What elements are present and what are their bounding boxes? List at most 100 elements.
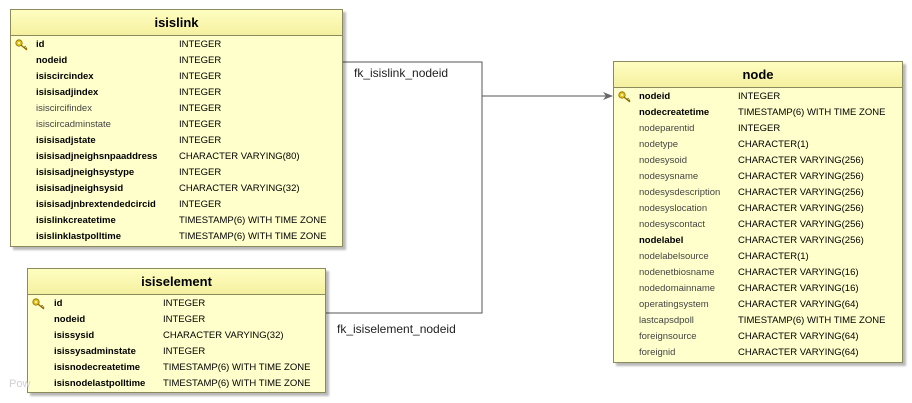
column-type: CHARACTER VARYING(16) [738, 283, 859, 294]
column-name: isiscircadminstate [36, 119, 111, 130]
column-name: isisnodecreatetime [54, 362, 141, 373]
column-name: isislinkcreatetime [36, 215, 116, 226]
column-type: CHARACTER VARYING(64) [738, 331, 859, 342]
column-type: CHARACTER VARYING(256) [738, 219, 864, 230]
column-type: CHARACTER VARYING(16) [738, 267, 859, 278]
column-name: nodesyslocation [639, 203, 708, 214]
column-name: isisisadjneighsnpaaddress [36, 151, 158, 162]
column-type: CHARACTER VARYING(256) [738, 235, 864, 246]
column-row[interactable]: nodesysname CHARACTER VARYING(256) [614, 169, 902, 185]
column-name: isiscircifindex [36, 103, 92, 114]
relationship-label-isiselement: fk_isiselement_nodeid [337, 322, 456, 336]
column-name: operatingsystem [639, 299, 709, 310]
column-row[interactable]: nodesyscontact CHARACTER VARYING(256) [614, 217, 902, 233]
relationship-label-isislink: fk_isislink_nodeid [354, 66, 449, 80]
column-name: nodetype [639, 139, 679, 150]
column-type: INTEGER [179, 199, 222, 210]
column-type: CHARACTER VARYING(256) [738, 171, 864, 182]
column-name: nodeid [36, 55, 68, 66]
key-icon [618, 91, 632, 103]
column-row[interactable]: operatingsystem CHARACTER VARYING(64) [614, 297, 902, 313]
column-type: INTEGER [179, 167, 222, 178]
fk-isislink-nodeid-line [343, 61, 613, 100]
column-type: INTEGER [179, 55, 222, 66]
column-name: isiscircindex [36, 71, 94, 82]
column-type: INTEGER [179, 103, 222, 114]
column-name: isisisadjnbrextendedcircid [36, 199, 156, 210]
column-name: id [36, 39, 45, 50]
column-type: TIMESTAMP(6) WITH TIME ZONE [738, 315, 886, 326]
column-type: INTEGER [738, 123, 781, 134]
column-name: isisnodelastpolltime [54, 378, 146, 389]
column-row[interactable]: isisisadjneighsnpaaddress CHARACTER VARYI… [11, 149, 342, 165]
column-type: TIMESTAMP(6) WITH TIME ZONE [163, 378, 311, 389]
column-type: CHARACTER VARYING(64) [738, 299, 859, 310]
column-row[interactable]: nodesysdescription CHARACTER VARYING(256) [614, 185, 902, 201]
column-row[interactable]: isisisadjnbrextendedcircid INTEGER [11, 197, 342, 213]
column-row[interactable]: isiscircifindex INTEGER [11, 101, 342, 117]
column-row[interactable]: nodelabel CHARACTER VARYING(256) [614, 233, 902, 249]
column-row[interactable]: isiscircadminstate INTEGER [11, 117, 342, 133]
column-name: nodesyscontact [639, 219, 706, 230]
column-name: nodedomainname [639, 283, 716, 294]
column-type: CHARACTER VARYING(80) [179, 151, 300, 162]
column-row[interactable]: nodeid INTEGER [11, 53, 342, 69]
column-name: lastcapsdpoll [639, 315, 694, 326]
fk-isiselement-nodeid-line [326, 96, 483, 314]
column-row[interactable]: isisnodecreatetime TIMESTAMP(6) WITH TIME… [28, 360, 325, 376]
column-type: INTEGER [163, 314, 206, 325]
column-type: TIMESTAMP(6) WITH TIME ZONE [163, 362, 311, 373]
column-name: nodesysname [639, 171, 699, 182]
column-name: nodesysdescription [639, 187, 721, 198]
column-row[interactable]: lastcapsdpoll TIMESTAMP(6) WITH TIME ZONE [614, 313, 902, 329]
column-type: CHARACTER VARYING(256) [738, 203, 864, 214]
column-type: INTEGER [179, 71, 222, 82]
column-name: isisisadjneighsysid [36, 183, 124, 194]
column-row[interactable]: nodesyslocation CHARACTER VARYING(256) [614, 201, 902, 217]
column-name: isislinklastpolltime [36, 231, 121, 242]
column-row[interactable]: isisnodelastpolltime TIMESTAMP(6) WITH TI… [28, 376, 325, 392]
column-type: INTEGER [163, 298, 206, 309]
column-name: foreignid [639, 347, 676, 358]
column-row[interactable]: id INTEGER [28, 296, 325, 312]
column-name: nodeparentid [639, 123, 695, 134]
column-row[interactable]: nodedomainname CHARACTER VARYING(16) [614, 281, 902, 297]
column-type: INTEGER [179, 87, 222, 98]
column-name: id [54, 298, 63, 309]
column-name: isissysid [54, 330, 95, 341]
column-name: nodelabel [639, 235, 684, 246]
column-row[interactable]: isiscircindex INTEGER [11, 69, 342, 85]
column-type: INTEGER [179, 119, 222, 130]
column-row[interactable]: nodeparentid INTEGER [614, 121, 902, 137]
column-name: nodenetbiosname [639, 267, 715, 278]
column-type: CHARACTER(1) [738, 251, 809, 262]
column-row[interactable]: nodenetbiosname CHARACTER VARYING(16) [614, 265, 902, 281]
table-title: isiselement [28, 269, 325, 295]
column-type: CHARACTER VARYING(256) [738, 187, 864, 198]
column-name: nodecreatetime [639, 107, 710, 118]
